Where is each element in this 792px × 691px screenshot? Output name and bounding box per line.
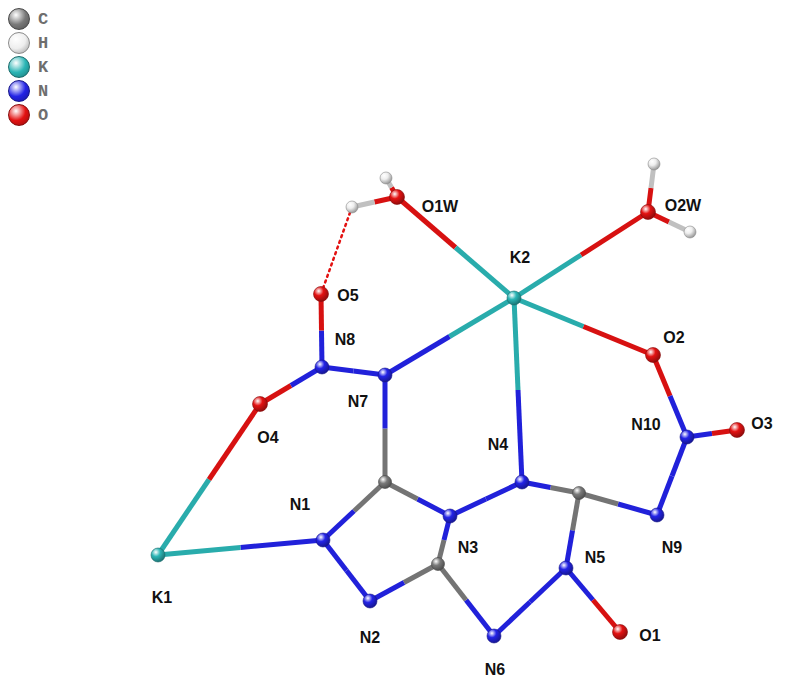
- legend-entry: H: [8, 32, 48, 54]
- atom-sphere: [315, 360, 329, 374]
- legend-swatch: [8, 8, 30, 30]
- legend-swatch: [8, 80, 30, 102]
- atom-label: N6: [485, 662, 505, 678]
- bond-stick: [518, 390, 522, 482]
- atom-label: O3: [751, 416, 772, 432]
- bond-stick: [514, 298, 518, 390]
- atom-label: O1W: [422, 199, 458, 215]
- atom-label: N7: [348, 394, 368, 410]
- legend-swatch: [8, 104, 30, 126]
- atom-sphere: [730, 423, 745, 438]
- atom-label: K1: [152, 590, 172, 606]
- bonds: [158, 164, 737, 636]
- bond-stick: [158, 548, 241, 556]
- atom-label: O1: [639, 628, 660, 644]
- atom-sphere: [151, 548, 165, 562]
- atom-sphere: [507, 291, 521, 305]
- atom-sphere: [650, 508, 664, 522]
- atom-sphere: [253, 397, 268, 412]
- atoms: [151, 158, 745, 643]
- atom-sphere: [378, 368, 392, 382]
- atom-label: K2: [510, 250, 530, 266]
- atom-label: N2: [360, 630, 380, 646]
- bond-stick: [383, 375, 388, 429]
- legend-label: H: [38, 35, 48, 52]
- atom-label: N4: [488, 437, 508, 453]
- atom-sphere: [443, 509, 457, 523]
- atom-sphere: [487, 629, 501, 643]
- bond-stick: [581, 212, 648, 255]
- atom-sphere: [316, 533, 330, 547]
- legend-entry: N: [8, 80, 48, 102]
- legend-swatch: [8, 56, 30, 78]
- legend-label: N: [38, 83, 48, 100]
- atom-sphere: [363, 594, 377, 608]
- atom-label: N5: [585, 550, 605, 566]
- atom-sphere: [641, 205, 656, 220]
- legend-swatch: [8, 32, 30, 54]
- legend-label: O: [38, 107, 48, 124]
- atom-label: O5: [337, 288, 358, 304]
- atom-sphere: [559, 561, 573, 575]
- bond-stick: [514, 298, 584, 327]
- atom-sphere: [314, 287, 329, 302]
- legend-entry: C: [8, 8, 48, 30]
- atom-sphere: [648, 158, 660, 170]
- atom-sphere: [515, 475, 529, 489]
- bond-stick: [383, 429, 388, 483]
- atom-label: N3: [458, 540, 478, 556]
- atom-sphere: [684, 226, 696, 238]
- atom-label: O2W: [665, 198, 701, 214]
- atom-label: N9: [662, 540, 682, 556]
- atom-sphere: [346, 201, 358, 213]
- atom-label: N1: [290, 497, 310, 513]
- atom-label: N8: [335, 332, 355, 348]
- atom-sphere: [379, 476, 392, 489]
- bond-stick: [450, 298, 515, 337]
- atom-sphere: [573, 487, 586, 500]
- atom-sphere: [680, 430, 694, 444]
- atom-sphere: [613, 625, 628, 640]
- atom-sphere: [380, 172, 392, 184]
- legend-entry: O: [8, 104, 48, 126]
- bond-stick: [584, 327, 654, 356]
- atom-label: O2: [663, 330, 684, 346]
- legend-entry: K: [8, 56, 48, 78]
- bond-stick: [385, 337, 450, 376]
- bond-stick: [438, 564, 466, 600]
- atom-sphere: [646, 348, 661, 363]
- atom-label: O4: [257, 430, 278, 446]
- hydrogen-bond: [321, 207, 352, 294]
- atom-sphere: [390, 190, 405, 205]
- bond-stick: [209, 404, 260, 480]
- atom-sphere: [432, 558, 445, 571]
- bond-stick: [241, 540, 324, 548]
- bond-stick: [530, 568, 566, 602]
- bond-stick: [494, 602, 530, 636]
- bond-stick: [456, 248, 515, 299]
- legend-label: C: [38, 11, 48, 28]
- atom-label: N10: [631, 417, 660, 433]
- legend-label: K: [38, 59, 48, 76]
- bond-stick: [158, 480, 209, 556]
